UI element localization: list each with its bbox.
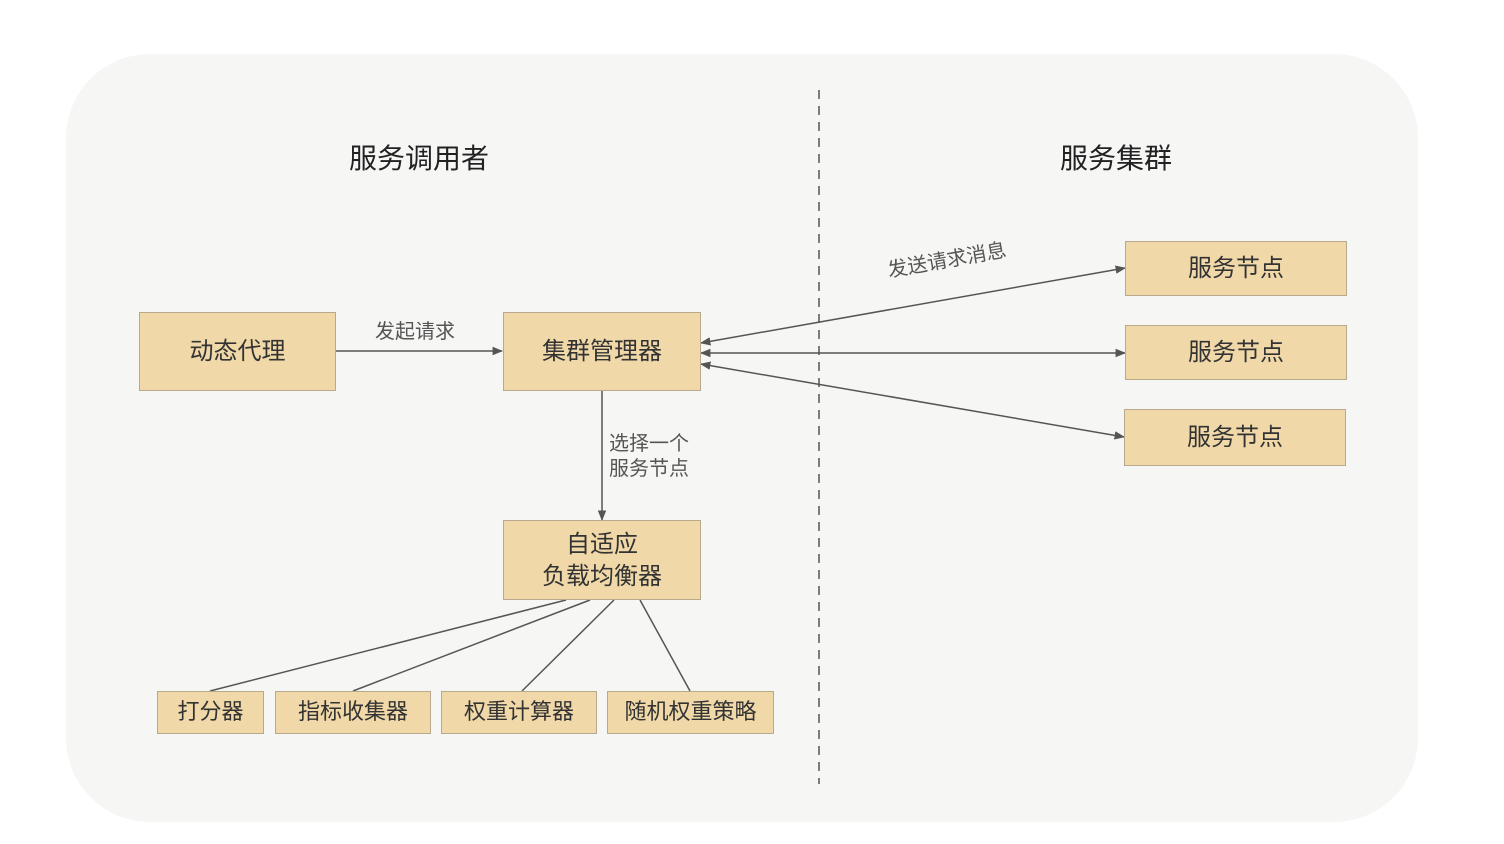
caller-heading: 服务调用者: [349, 142, 490, 175]
dynamic-proxy-label: 动态代理: [189, 337, 286, 366]
initiate-request-label: 发起请求: [375, 319, 455, 343]
metrics-collector-box: 指标收集器: [275, 691, 431, 734]
service-node-box-2: 服务节点: [1125, 325, 1347, 380]
select-node-label-line1: 选择一个: [609, 431, 689, 455]
scorer-box: 打分器: [157, 691, 264, 734]
cluster-manager-label: 集群管理器: [542, 337, 662, 366]
service-node-label-3: 服务节点: [1187, 423, 1283, 452]
link-balancer-scorer: [209, 599, 567, 692]
link-balancer-weight: [521, 599, 615, 692]
balancer-label-line2: 负载均衡器: [542, 562, 662, 590]
scorer-label: 打分器: [177, 699, 244, 725]
cluster-manager-box: 集群管理器: [503, 312, 701, 391]
random-weight-strategy-label: 随机权重策略: [624, 699, 757, 725]
random-weight-strategy-box: 随机权重策略: [607, 691, 774, 734]
cluster-heading: 服务集群: [1060, 142, 1173, 175]
service-node-box-3: 服务节点: [1124, 409, 1346, 466]
adaptive-load-balancer-box: 自适应 负载均衡器: [503, 520, 701, 600]
arrow-manager-node-1: [699, 265, 1127, 346]
arrow-manager-node-3: [699, 361, 1126, 440]
service-node-box-1: 服务节点: [1125, 241, 1347, 296]
link-balancer-random: [639, 599, 691, 692]
select-node-label-line2: 服务节点: [609, 456, 689, 480]
service-node-label-1: 服务节点: [1188, 254, 1284, 283]
dynamic-proxy-box: 动态代理: [139, 312, 336, 391]
link-balancer-metrics: [352, 599, 591, 692]
metrics-collector-label: 指标收集器: [297, 699, 408, 725]
weight-calculator-box: 权重计算器: [441, 691, 597, 734]
service-node-label-2: 服务节点: [1188, 338, 1284, 367]
balancer-label-line1: 自适应: [566, 529, 638, 558]
weight-calculator-label: 权重计算器: [463, 699, 574, 725]
